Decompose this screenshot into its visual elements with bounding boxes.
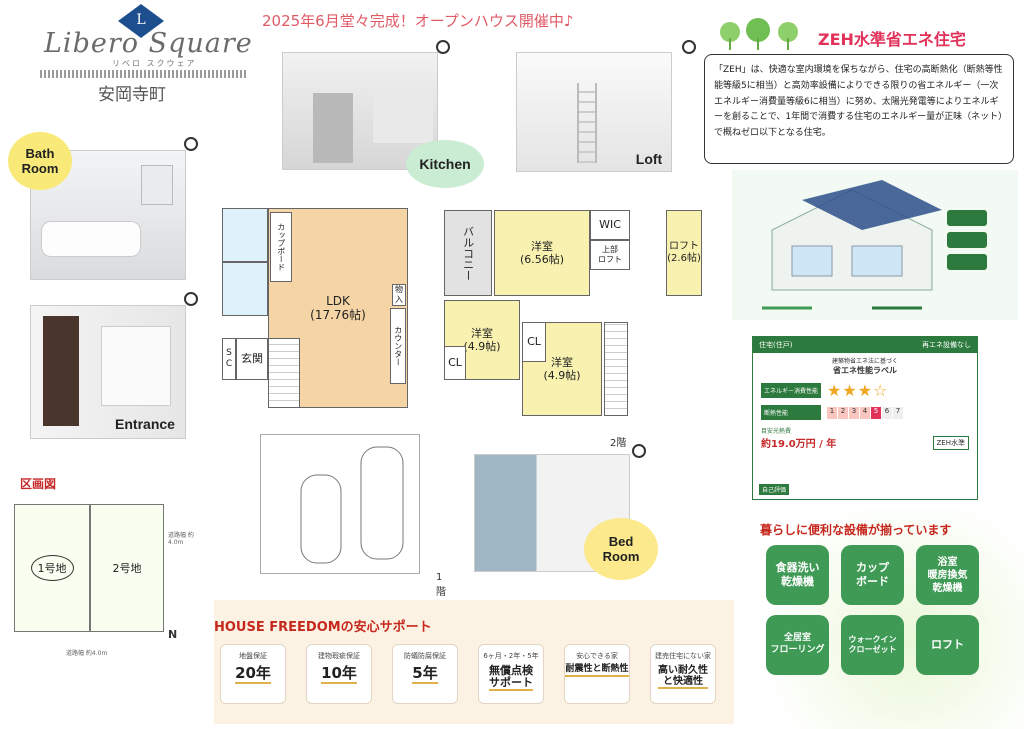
tree-icons [718,18,812,52]
support-card-value: 高い耐久性 と快適性 [658,665,708,689]
counter: カウンター [390,308,406,384]
support-card-caption: 6ヶ月・2年・5年 [483,652,539,660]
toilet-area [222,262,268,316]
brand-logo-text: Libero Square [44,28,253,59]
loft-pin-icon [682,40,696,54]
bedroom-bubble: Bed Room [584,518,658,580]
feature-dishwasher: 食器洗い 乾燥機 [766,545,829,605]
support-card-value: 20年 [235,664,271,684]
support-card-value: 耐震性と断熱性 [565,664,629,677]
floor-2-label: 2階 [610,438,627,449]
kitchen-pin-icon [436,40,450,54]
wic: WIC [590,210,630,240]
support-card: 安心できる家耐震性と断熱性 [564,644,630,704]
support-card-caption: 地盤保証 [239,652,267,660]
insulation-scale: 1 2 3 4 5 6 7 [827,406,903,419]
house-illustration [762,180,987,310]
bedroom-pin-icon [632,444,646,458]
features-title: 暮らしに便利な設備が揃っています [760,523,952,537]
logo-divider [40,70,246,78]
loft-above: 上部 ロフト [590,240,630,270]
features-grid: 食器洗い 乾燥機 カップ ボード 浴室 暖房換気 乾燥機 全居室 フローリング … [766,545,979,675]
support-card-caption: 建売住宅にない家 [655,652,711,660]
road-width-bottom: 道路幅 約4.0m [66,650,108,657]
western-room-1: 洋室 (6.56帖) [494,210,590,296]
support-card: 6ヶ月・2年・5年無償点検 サポート [478,644,544,704]
cupboard: カップボード [270,212,292,282]
stairs-1f [268,338,300,408]
support-card-caption: 防蟻防腐保証 [404,652,446,660]
zeh-house-diagram [732,170,1018,320]
floor-plan-1f: LDK (17.76帖) カップボード カウンター 物入 玄関 S C 1階 [210,198,446,598]
entrance-pin-icon [184,292,198,306]
support-card: 建売住宅にない家高い耐久性 と快適性 [650,644,716,704]
loft-photo [516,52,672,172]
support-card-caption: 安心できる家 [576,652,618,660]
entrance-photo [30,305,186,439]
energy-label: 住宅(住戸) 再エネ設備なし 建築物省エネ法に基づく 省エネ性能ラベル エネルギ… [752,336,978,500]
self-evaluation: 自己評価 [759,484,790,495]
feature-cupboard: カップ ボード [841,545,904,605]
feature-walkin-closet: ウォークイン クローゼット [841,615,904,675]
energy-cost: 約19.0万円 / 年 [761,439,837,450]
balcony: バルコニー [444,210,492,296]
insulation-row-label: 断熱性能 [761,405,821,420]
shoe-closet: S C [222,338,236,380]
bath-room-bubble: Bath Room [8,132,72,190]
closet-2: CL [522,322,546,362]
lot-1-label: 1号地 [30,555,74,581]
support-card: 防蟻防腐保証 5年 [392,644,458,704]
support-card-value: 5年 [412,664,438,684]
closet-1: CL [444,346,466,380]
compass-icon: N [168,628,178,641]
stairs-2f [604,322,628,416]
label-header-right: 再エネ設備なし [922,341,971,349]
loft-bubble: Loft [635,151,663,167]
support-card-caption: 建物瑕疵保証 [318,652,360,660]
lot-plan: 1号地 2号地 道路幅 約4.0m 道路幅 約4.0m N [10,498,206,668]
headline: 2025年6月堂々完成！オープンハウス開催中♪ [262,12,574,30]
support-card-value: 無償点検 サポート [489,664,533,692]
zeh-check: ZEH水準 [932,435,969,450]
star-rating: ★★★☆ [827,381,889,400]
bath-pin-icon [184,137,198,151]
road-width-top: 道路幅 約4.0m [168,532,194,546]
entrance-bubble: Entrance [115,416,175,432]
brand-kana: リベロ スクウェア [112,59,197,68]
label-title: 建築物省エネ法に基づく [831,358,898,365]
zeh-title: ZEH水準省エネ住宅 [818,30,966,49]
feature-bath-dryer: 浴室 暖房換気 乾燥機 [916,545,979,605]
support-card: 地盤保証 20年 [220,644,286,704]
loft-room: ロフト (2.6帖) [666,210,702,296]
town-name: 安岡寺町 [98,85,166,105]
kitchen-bubble: Kitchen [406,140,484,188]
feature-loft: ロフト [916,615,979,675]
parking-area [260,434,420,574]
zeh-description: 「ZEH」は、快適な室内環境を保ちながら、住宅の高断熱化（断熱等性能等級5に相当… [704,54,1014,164]
car-icons [300,446,404,564]
cost-label: 目安光熱費 [761,428,792,435]
lot-2: 2号地 [90,504,164,632]
feature-flooring: 全居室 フローリング [766,615,829,675]
storage: 物入 [392,284,406,306]
lot-1: 1号地 [14,504,90,632]
label-header-left: 住宅(住戸) [759,341,793,349]
lot-plan-title: 区画図 [20,477,57,491]
support-title: HOUSE FREEDOMの安心サポート [214,620,432,635]
support-card: 建物瑕疵保証 10年 [306,644,372,704]
support-cards: 地盤保証 20年 建物瑕疵保証 10年 防蟻防腐保証 5年 6ヶ月・2年・5年無償点検… [220,644,716,704]
energy-row-label: エネルギー消費性能 [761,383,821,398]
bath-photo [30,150,186,280]
floor-plan-2f: バルコニー 洋室 (6.56帖) WIC 上部 ロフト 洋室 (4.9帖) CL… [440,206,710,449]
support-card-value: 10年 [321,664,357,684]
bath-area [222,208,268,262]
floor-1-label: 1階 [436,572,446,598]
label-subtitle: 省エネ性能ラベル [833,366,897,375]
entry-hall: 玄関 [236,338,268,380]
support-section: HOUSE FREEDOMの安心サポート 地盤保証 20年 建物瑕疵保証 10年 防… [214,600,734,724]
